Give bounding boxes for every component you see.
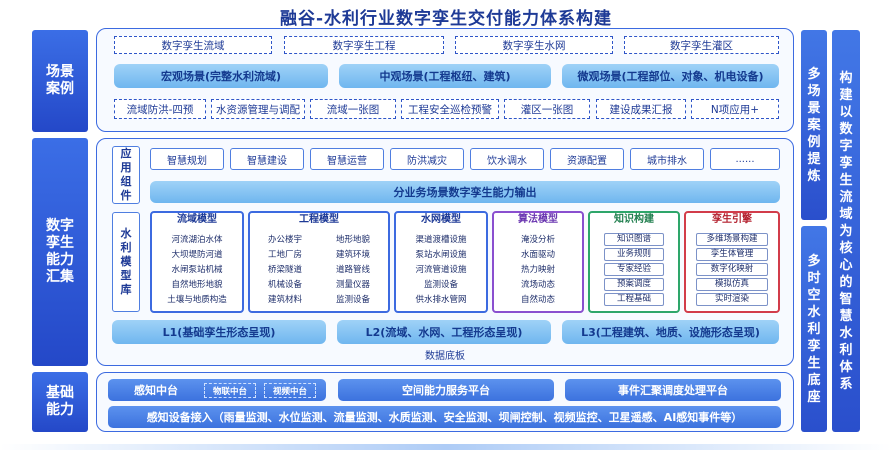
base-capability-label: 基础能力 bbox=[32, 372, 88, 432]
app-components-label: 应用组件 bbox=[112, 146, 140, 204]
model-item: 大坝堤防河道 bbox=[171, 250, 223, 260]
model-item: 自然地形地貌 bbox=[171, 280, 223, 290]
model-item: 建筑材料 bbox=[267, 295, 302, 305]
case-construction-report: 建设成果汇报 bbox=[596, 99, 686, 119]
model-item: 供水排水管网 bbox=[415, 295, 467, 305]
app-smart-construction: 智慧建设 bbox=[230, 148, 304, 170]
iot-center: 物联中台 bbox=[204, 383, 256, 398]
scene-meso-pill: 中观场景(工程枢纽、建筑) bbox=[339, 64, 551, 88]
model-water-network-title: 水网模型 bbox=[421, 214, 461, 225]
scene-micro-pill: 微观场景(工程部位、对象、机电设备) bbox=[562, 64, 779, 88]
model-twin-engine: 孪生引擎 多维场景构建 孪生体管理 数字化映射 模拟仿真 实时渲染 bbox=[684, 211, 780, 313]
model-item: 办公楼宇 bbox=[267, 235, 302, 245]
model-algorithm: 算法模型 淹没分析 水面驱动 热力映射 流场动态 自然动态 bbox=[492, 211, 584, 313]
model-item: 工程基础 bbox=[604, 293, 664, 306]
model-item: 自然动态 bbox=[520, 295, 555, 305]
twin-capability-label: 数字孪生能力汇集 bbox=[32, 138, 88, 366]
model-item: 水面驱动 bbox=[520, 250, 555, 260]
scene-dashed-basin: 数字孪生流域 bbox=[114, 36, 272, 54]
app-smart-operation: 智慧运营 bbox=[310, 148, 384, 170]
right-multi-scene: 多场景案例提炼 bbox=[801, 30, 827, 220]
model-item: 水闸泵站机械 bbox=[171, 265, 223, 275]
model-item: 实时渲染 bbox=[696, 293, 768, 306]
model-engineering: 工程模型 办公楼宇 地形地貌 工地厂房 建筑环境 桥梁隧道 道路管线 机械设备 … bbox=[248, 211, 390, 313]
sense-center-label: 感知中台 bbox=[134, 384, 178, 397]
model-item: 热力映射 bbox=[520, 265, 555, 275]
model-item: 模拟仿真 bbox=[696, 278, 768, 291]
model-item: 测量仪器 bbox=[335, 280, 370, 290]
app-resource-allocation: 资源配置 bbox=[550, 148, 624, 170]
model-item: 河流管道设施 bbox=[415, 265, 467, 275]
level-l1: L1(基础孪生形态呈现) bbox=[112, 320, 326, 344]
right-smart-water-system: 构建以数字孪生流域为核心的智慧水利体系 bbox=[832, 30, 860, 432]
case-safety-inspect: 工程安全巡检预警 bbox=[401, 99, 499, 119]
model-item: 监测设备 bbox=[335, 295, 370, 305]
model-twin-engine-title: 孪生引擎 bbox=[712, 214, 752, 225]
model-knowledge: 知识构建 知识图谱 业务规则 专家经验 预案调度 工程基础 bbox=[588, 211, 680, 313]
model-item: 专家经验 bbox=[604, 263, 664, 276]
model-basin-title: 流域模型 bbox=[177, 214, 217, 225]
case-basin-map: 流域一张图 bbox=[310, 99, 396, 119]
level-l2: L2(流域、水网、工程形态呈现) bbox=[337, 320, 551, 344]
model-item: 桥梁隧道 bbox=[267, 265, 302, 275]
scene-cases-label: 场景案例 bbox=[32, 30, 88, 132]
device-access-bar: 感知设备接入（雨量监测、水位监测、流量监测、水质监测、安全监测、坝闸控制、视频监… bbox=[108, 406, 781, 428]
model-water-network: 水网模型 渠道渡槽设施 泵站水闸设施 河流管道设施 监测设备 供水排水管网 bbox=[394, 211, 488, 313]
space-platform: 空间能力服务平台 bbox=[338, 379, 554, 401]
scene-dashed-network: 数字孪生水网 bbox=[455, 36, 613, 54]
model-item: 泵站水闸设施 bbox=[415, 250, 467, 260]
model-library-label: 水利模型库 bbox=[112, 212, 140, 312]
model-item: 渠道渡槽设施 bbox=[415, 235, 467, 245]
model-item: 土壤与地质构造 bbox=[167, 295, 227, 305]
twin-output-bar: 分业务场景数字孪生能力输出 bbox=[150, 181, 780, 203]
case-irrigation-map: 灌区一张图 bbox=[504, 99, 590, 119]
model-item: 淹没分析 bbox=[520, 235, 555, 245]
app-flood-control: 防洪减灾 bbox=[390, 148, 464, 170]
model-item: 预案调度 bbox=[604, 278, 664, 291]
data-base-label: 数据底板 bbox=[425, 351, 465, 362]
model-item: 道路管线 bbox=[335, 265, 370, 275]
app-water-diversion: 饮水调水 bbox=[470, 148, 544, 170]
app-smart-planning: 智慧规划 bbox=[150, 148, 224, 170]
sense-center-bar: 感知中台 bbox=[108, 379, 326, 401]
model-knowledge-title: 知识构建 bbox=[614, 214, 654, 225]
model-basin: 流域模型 河流湖泊水体 大坝堤防河道 水闸泵站机械 自然地形地貌 土壤与地质构造 bbox=[150, 211, 244, 313]
video-center: 视频中台 bbox=[264, 383, 316, 398]
level-l3: L3(工程建筑、地质、设施形态呈现) bbox=[562, 320, 779, 344]
model-item: 知识图谱 bbox=[604, 233, 664, 246]
app-more: ...... bbox=[710, 148, 780, 170]
model-item: 流场动态 bbox=[520, 280, 555, 290]
right-twin-base: 多时空水利孪生底座 bbox=[801, 226, 827, 432]
model-item: 地形地貌 bbox=[335, 235, 370, 245]
event-platform: 事件汇聚调度处理平台 bbox=[565, 379, 781, 401]
model-item: 机械设备 bbox=[267, 280, 302, 290]
model-engineering-title: 工程模型 bbox=[299, 214, 339, 225]
model-item: 监测设备 bbox=[423, 280, 458, 290]
page-title: 融谷-水利行业数字孪生交付能力体系构建 bbox=[279, 9, 613, 29]
scene-dashed-irrigation: 数字孪生灌区 bbox=[624, 36, 779, 54]
case-flood: 流域防洪-四预 bbox=[114, 99, 206, 119]
app-urban-drainage: 城市排水 bbox=[630, 148, 704, 170]
model-item: 工地厂房 bbox=[267, 250, 302, 260]
model-algorithm-title: 算法模型 bbox=[518, 214, 558, 225]
model-item: 孪生体管理 bbox=[696, 248, 768, 261]
bottom-divider bbox=[0, 444, 892, 450]
model-item: 多维场景构建 bbox=[696, 233, 768, 246]
model-item: 河流湖泊水体 bbox=[171, 235, 223, 245]
case-n-apps: N项应用+ bbox=[691, 99, 779, 119]
model-item: 建筑环境 bbox=[335, 250, 370, 260]
model-item: 业务规则 bbox=[604, 248, 664, 261]
scene-macro-pill: 宏观场景(完整水利流域) bbox=[114, 64, 328, 88]
case-water-resource: 水资源管理与调配 bbox=[211, 99, 305, 119]
model-item: 数字化映射 bbox=[696, 263, 768, 276]
scene-dashed-project: 数字孪生工程 bbox=[284, 36, 444, 54]
